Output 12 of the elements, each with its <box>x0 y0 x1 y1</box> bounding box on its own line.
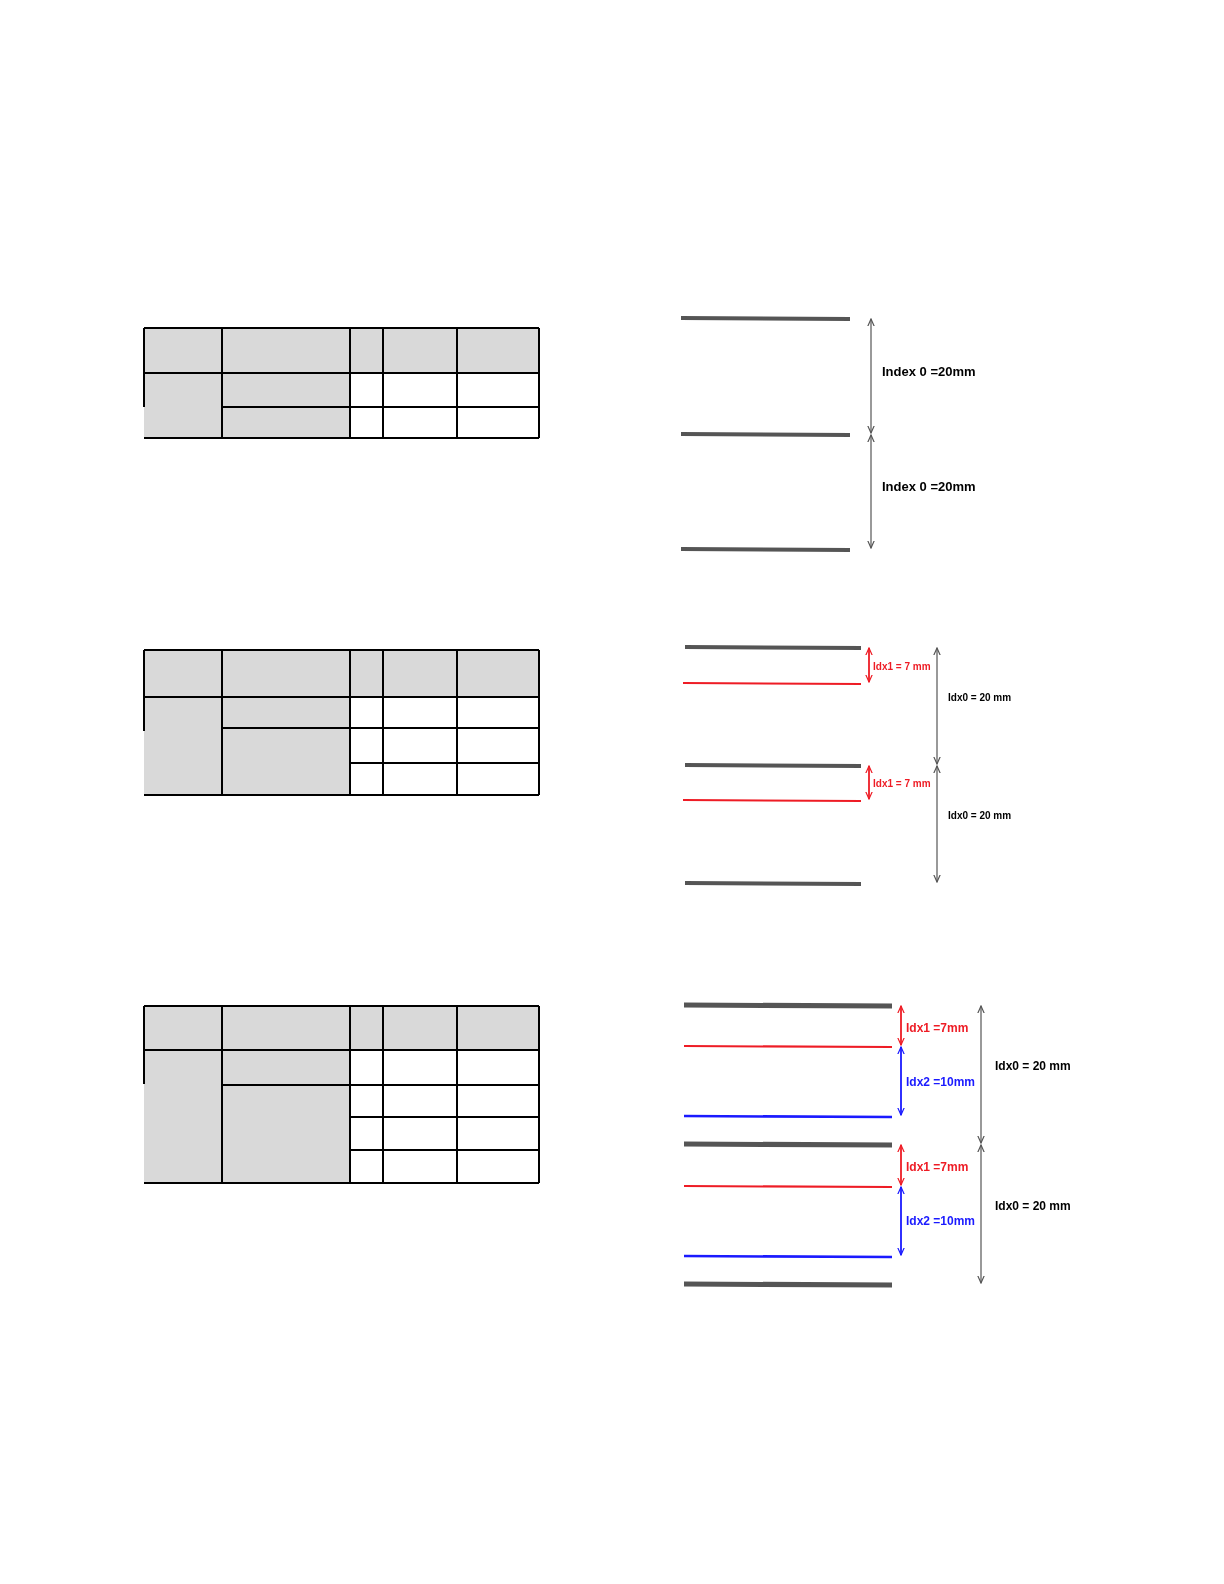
dimension-label: Idx1 = 7 mm <box>873 779 931 789</box>
dimension-label: Idx1 =7mm <box>906 1022 969 1034</box>
dimension-label: Idx1 =7mm <box>906 1161 969 1173</box>
dimension-label: Index 0 =20mm <box>882 479 976 493</box>
dimension-label: Idx0 = 20 mm <box>948 693 1012 703</box>
dimension-label: Idx0 = 20 mm <box>948 811 1012 821</box>
dimension-label: Idx1 = 7 mm <box>873 662 931 672</box>
dimension-label: Idx0 = 20 mm <box>995 1200 1071 1212</box>
dimension-label: Idx2 =10mm <box>906 1215 976 1227</box>
dimension-label: Idx2 =10mm <box>906 1076 976 1088</box>
dimension-label: Index 0 =20mm <box>882 364 976 378</box>
dimension-label: Idx0 = 20 mm <box>995 1060 1071 1072</box>
